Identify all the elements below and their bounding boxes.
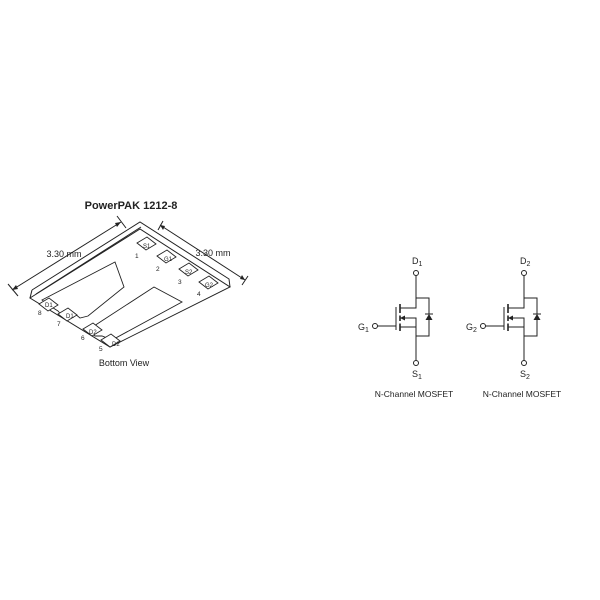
mosfet-wiring: [400, 275, 430, 361]
pin-pad-1: [136, 236, 157, 251]
pad-label: D1: [66, 314, 74, 320]
pin-number: 5: [99, 346, 103, 353]
drain-pad-1: [41, 261, 125, 319]
mosfet-caption: N-Channel MOSFET: [483, 389, 561, 399]
view-label: Bottom View: [99, 358, 150, 368]
mosfet-symbol-2: D2 G2 S2 N-Channel MOSFET: [466, 256, 561, 399]
drain-label: D2: [520, 256, 531, 268]
pin-number: 4: [197, 291, 201, 298]
dimension-left-label: 3.30 mm: [46, 249, 81, 259]
mosfet-caption: N-Channel MOSFET: [375, 389, 453, 399]
extension-line: [7, 283, 19, 297]
pin-pad-8: [38, 297, 59, 312]
pin-pad-2: [156, 249, 177, 264]
gate-label: G1: [358, 322, 369, 334]
mosfet-wiring: [508, 275, 538, 361]
arrow-icon: [508, 315, 513, 321]
package-title: PowerPAK 1212-8: [85, 200, 178, 212]
dimension-right-label: 3.30 mm: [195, 248, 230, 258]
package-drawing: PowerPAK 1212-8 3.30 mm 3.30 mm S1 G1: [7, 200, 249, 368]
drain-pad-2: [87, 286, 183, 341]
arrow-icon: [400, 315, 405, 321]
pad-label: D1: [45, 303, 53, 309]
source-label: S1: [412, 369, 422, 381]
pin-pad-7: [57, 307, 78, 322]
pin-pad-5: [100, 333, 121, 348]
pin-number: 1: [135, 253, 139, 260]
package-wall-edge: [29, 289, 33, 299]
pad-label: D2: [89, 330, 97, 336]
diode-icon: [425, 314, 433, 320]
pad-label: G1: [164, 257, 173, 263]
source-label: S2: [520, 369, 530, 381]
extension-line: [241, 275, 249, 286]
drain-terminal: [413, 270, 419, 276]
pin-pad-4: [198, 275, 219, 290]
body-connection: [508, 317, 525, 327]
mosfet-symbol-1: D1 G1 S1 N-Channel MOSFET: [358, 256, 453, 399]
pin-number: 3: [178, 279, 182, 286]
drain-label: D1: [412, 256, 423, 268]
pin-number: 8: [38, 310, 42, 317]
pin-pad-3: [178, 262, 199, 277]
gate-label: G2: [466, 322, 477, 334]
source-terminal: [413, 360, 419, 366]
gate-terminal: [480, 323, 486, 329]
pad-label: S1: [143, 244, 151, 250]
diode-icon: [533, 314, 541, 320]
body-connection: [400, 317, 417, 327]
dimension-line-left: [11, 221, 122, 291]
extension-line: [157, 220, 164, 231]
extension-line: [116, 215, 127, 229]
package-wall-inner: [35, 226, 142, 295]
source-terminal: [521, 360, 527, 366]
dimension-line-right: [159, 224, 246, 281]
pin-pad-6: [82, 322, 103, 337]
pin-number: 2: [156, 266, 160, 273]
drain-terminal: [521, 270, 527, 276]
pad-label: G2: [205, 283, 214, 289]
gate-terminal: [372, 323, 378, 329]
pin-number: 7: [57, 321, 61, 328]
pad-label: D2: [112, 342, 120, 348]
pin-number: 6: [81, 335, 85, 342]
pad-label: S2: [185, 270, 193, 276]
package-wall: [31, 221, 231, 291]
